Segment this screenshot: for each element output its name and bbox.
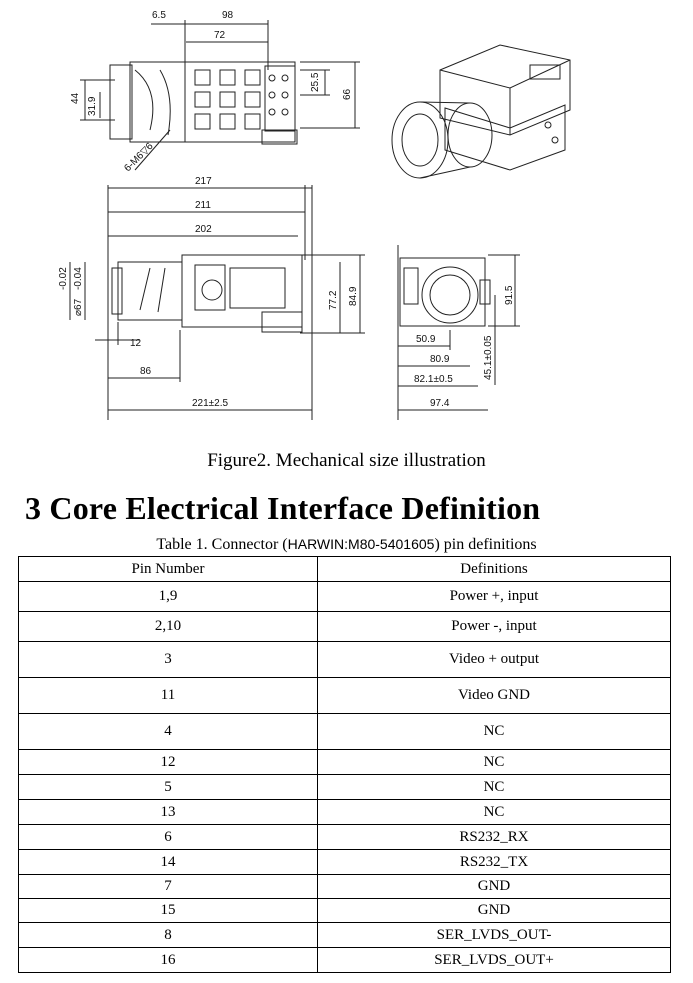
dim-minus-004: -0.04 [73,267,84,290]
dim-66: 66 [342,88,353,100]
dim-77-2: 77.2 [328,290,339,310]
pin-number-cell: 11 [18,677,318,714]
definition-cell: Power -, input [317,611,671,642]
side-view [397,245,520,420]
dim-72: 72 [214,30,226,41]
dim-12: 12 [130,338,142,349]
pin-number-cell: 16 [18,947,318,973]
dim-211: 211 [195,200,211,211]
pin-number-cell: 1,9 [18,581,318,612]
dim-217: 217 [195,176,212,187]
pin-number-cell: 12 [18,749,318,775]
definition-cell: NC [317,774,671,800]
section-title: 3 Core Electrical Interface Definition [25,490,541,526]
isometric-view [391,44,571,179]
definition-cell: RS232_TX [317,849,671,875]
pin-number-cell: 6 [18,824,318,850]
definition-cell: NC [317,749,671,775]
definition-cell: SER_LVDS_OUT- [317,922,671,948]
pin-number-cell: 8 [18,922,318,948]
dim-221: 221±2.5 [192,398,229,409]
dim-86: 86 [140,366,152,377]
front-view [69,185,365,420]
dim-44: 44 [70,92,81,104]
header-pin-number: Pin Number [18,556,318,582]
table-caption-suffix: ) pin definitions [434,536,537,553]
dim-45-1: 45.1±0.05 [483,335,494,380]
connector-model: HARWIN:M80-5401605 [287,536,435,552]
dim-6-5: 6.5 [152,10,166,21]
dim-91-5: 91.5 [504,285,515,305]
pin-number-cell: 7 [18,874,318,899]
definition-cell: Power +, input [317,581,671,612]
dim-82-1: 82.1±0.5 [414,374,453,385]
figure-caption: Figure2. Mechanical size illustration [207,450,486,471]
pin-number-cell: 2,10 [18,611,318,642]
definition-cell: RS232_RX [317,824,671,850]
dim-202: 202 [195,224,212,235]
definition-cell: SER_LVDS_OUT+ [317,947,671,973]
dim-97-4: 97.4 [430,398,450,409]
pin-number-cell: 13 [18,799,318,825]
top-view [80,20,360,171]
definition-cell: GND [317,874,671,899]
pin-number-cell: 4 [18,713,318,750]
definition-cell: NC [317,713,671,750]
table-caption-prefix: Table 1. Connector ( [156,536,288,553]
definition-cell: Video + output [317,641,671,678]
table-header-row: Pin Number Definitions [18,556,671,582]
pin-number-cell: 15 [18,898,318,923]
definition-cell: GND [317,898,671,923]
dim-minus-002: -0.02 [58,267,69,290]
definition-cell: NC [317,799,671,825]
header-definitions: Definitions [317,556,671,582]
dim-80-9: 80.9 [430,354,450,365]
dim-31-9: 31.9 [87,96,98,116]
pin-number-cell: 14 [18,849,318,875]
dim-50-9: 50.9 [416,334,436,345]
table-caption: Table 1. Connector (HARWIN:M80-5401605) … [0,536,693,554]
dim-98: 98 [222,10,234,21]
mechanical-drawing: 6.5 98 72 25.5 66 44 31.9 6-M6▽6 217 211… [58,10,571,420]
dim-dia-67: ⌀67 [73,298,84,316]
pin-number-cell: 3 [18,641,318,678]
dim-84-9: 84.9 [348,286,359,306]
dim-25-5: 25.5 [310,72,321,92]
pin-number-cell: 5 [18,774,318,800]
definition-cell: Video GND [317,677,671,714]
dim-6-m6: 6-M6▽6 [122,141,156,175]
